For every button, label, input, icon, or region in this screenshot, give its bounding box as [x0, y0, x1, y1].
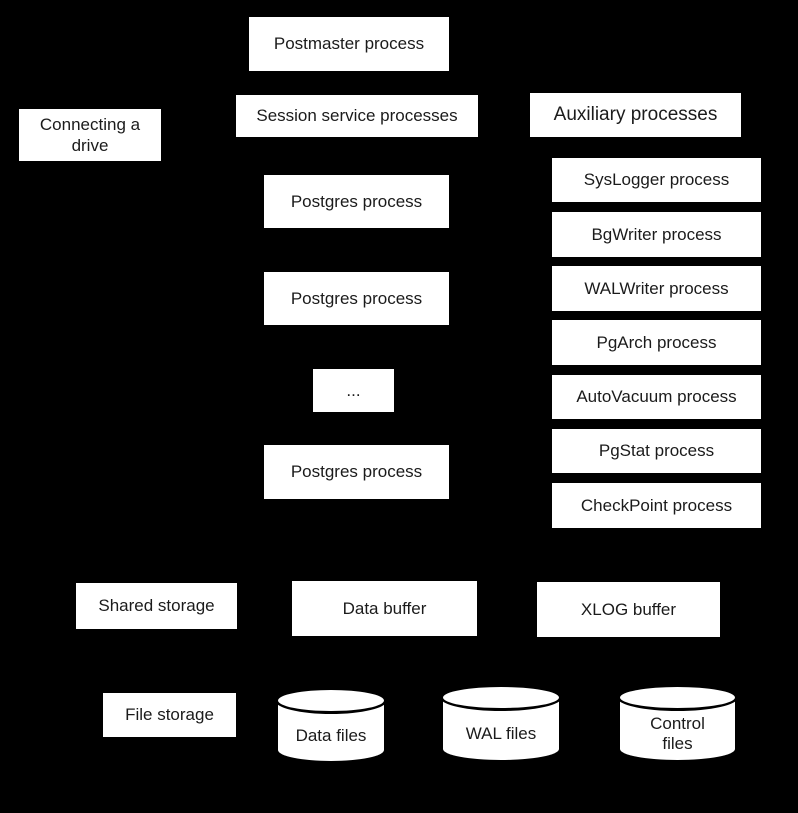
node-postmaster-process: Postmaster process — [249, 17, 449, 71]
cylinder-wal-files: WAL files — [440, 684, 562, 763]
node-checkpoint-process: CheckPoint process — [552, 483, 761, 528]
node-connecting-a-drive: Connecting a drive — [19, 109, 161, 161]
cylinder-data-files: Data files — [275, 687, 387, 764]
node-syslogger-process: SysLogger process — [552, 158, 761, 202]
cylinder-label: Data files — [295, 725, 367, 745]
node-pgstat-process: PgStat process — [552, 429, 761, 473]
node-postgres-process-3: Postgres process — [264, 445, 449, 499]
cylinder-top-ellipse — [440, 684, 562, 711]
node-bgwriter-process: BgWriter process — [552, 212, 761, 257]
node-pgarch-process: PgArch process — [552, 320, 761, 365]
node-postgres-process-1: Postgres process — [264, 175, 449, 228]
node-file-storage: File storage — [103, 693, 236, 737]
node-data-buffer: Data buffer — [292, 581, 477, 636]
node-walwriter-process: WALWriter process — [552, 266, 761, 311]
node-postgres-process-2: Postgres process — [264, 272, 449, 325]
node-autovacuum-process: AutoVacuum process — [552, 375, 761, 419]
cylinder-top-ellipse — [275, 687, 387, 714]
node-ellipsis: ... — [313, 369, 394, 412]
cylinder-control-files: Control files — [617, 684, 738, 763]
node-session-service-processes: Session service processes — [236, 95, 478, 137]
cylinder-top-ellipse — [617, 684, 738, 711]
node-xlog-buffer: XLOG buffer — [537, 582, 720, 637]
node-auxiliary-processes-header: Auxiliary processes — [530, 93, 741, 137]
node-shared-storage: Shared storage — [76, 583, 237, 629]
cylinder-label: Control files — [650, 713, 705, 753]
cylinder-label: WAL files — [465, 723, 537, 743]
